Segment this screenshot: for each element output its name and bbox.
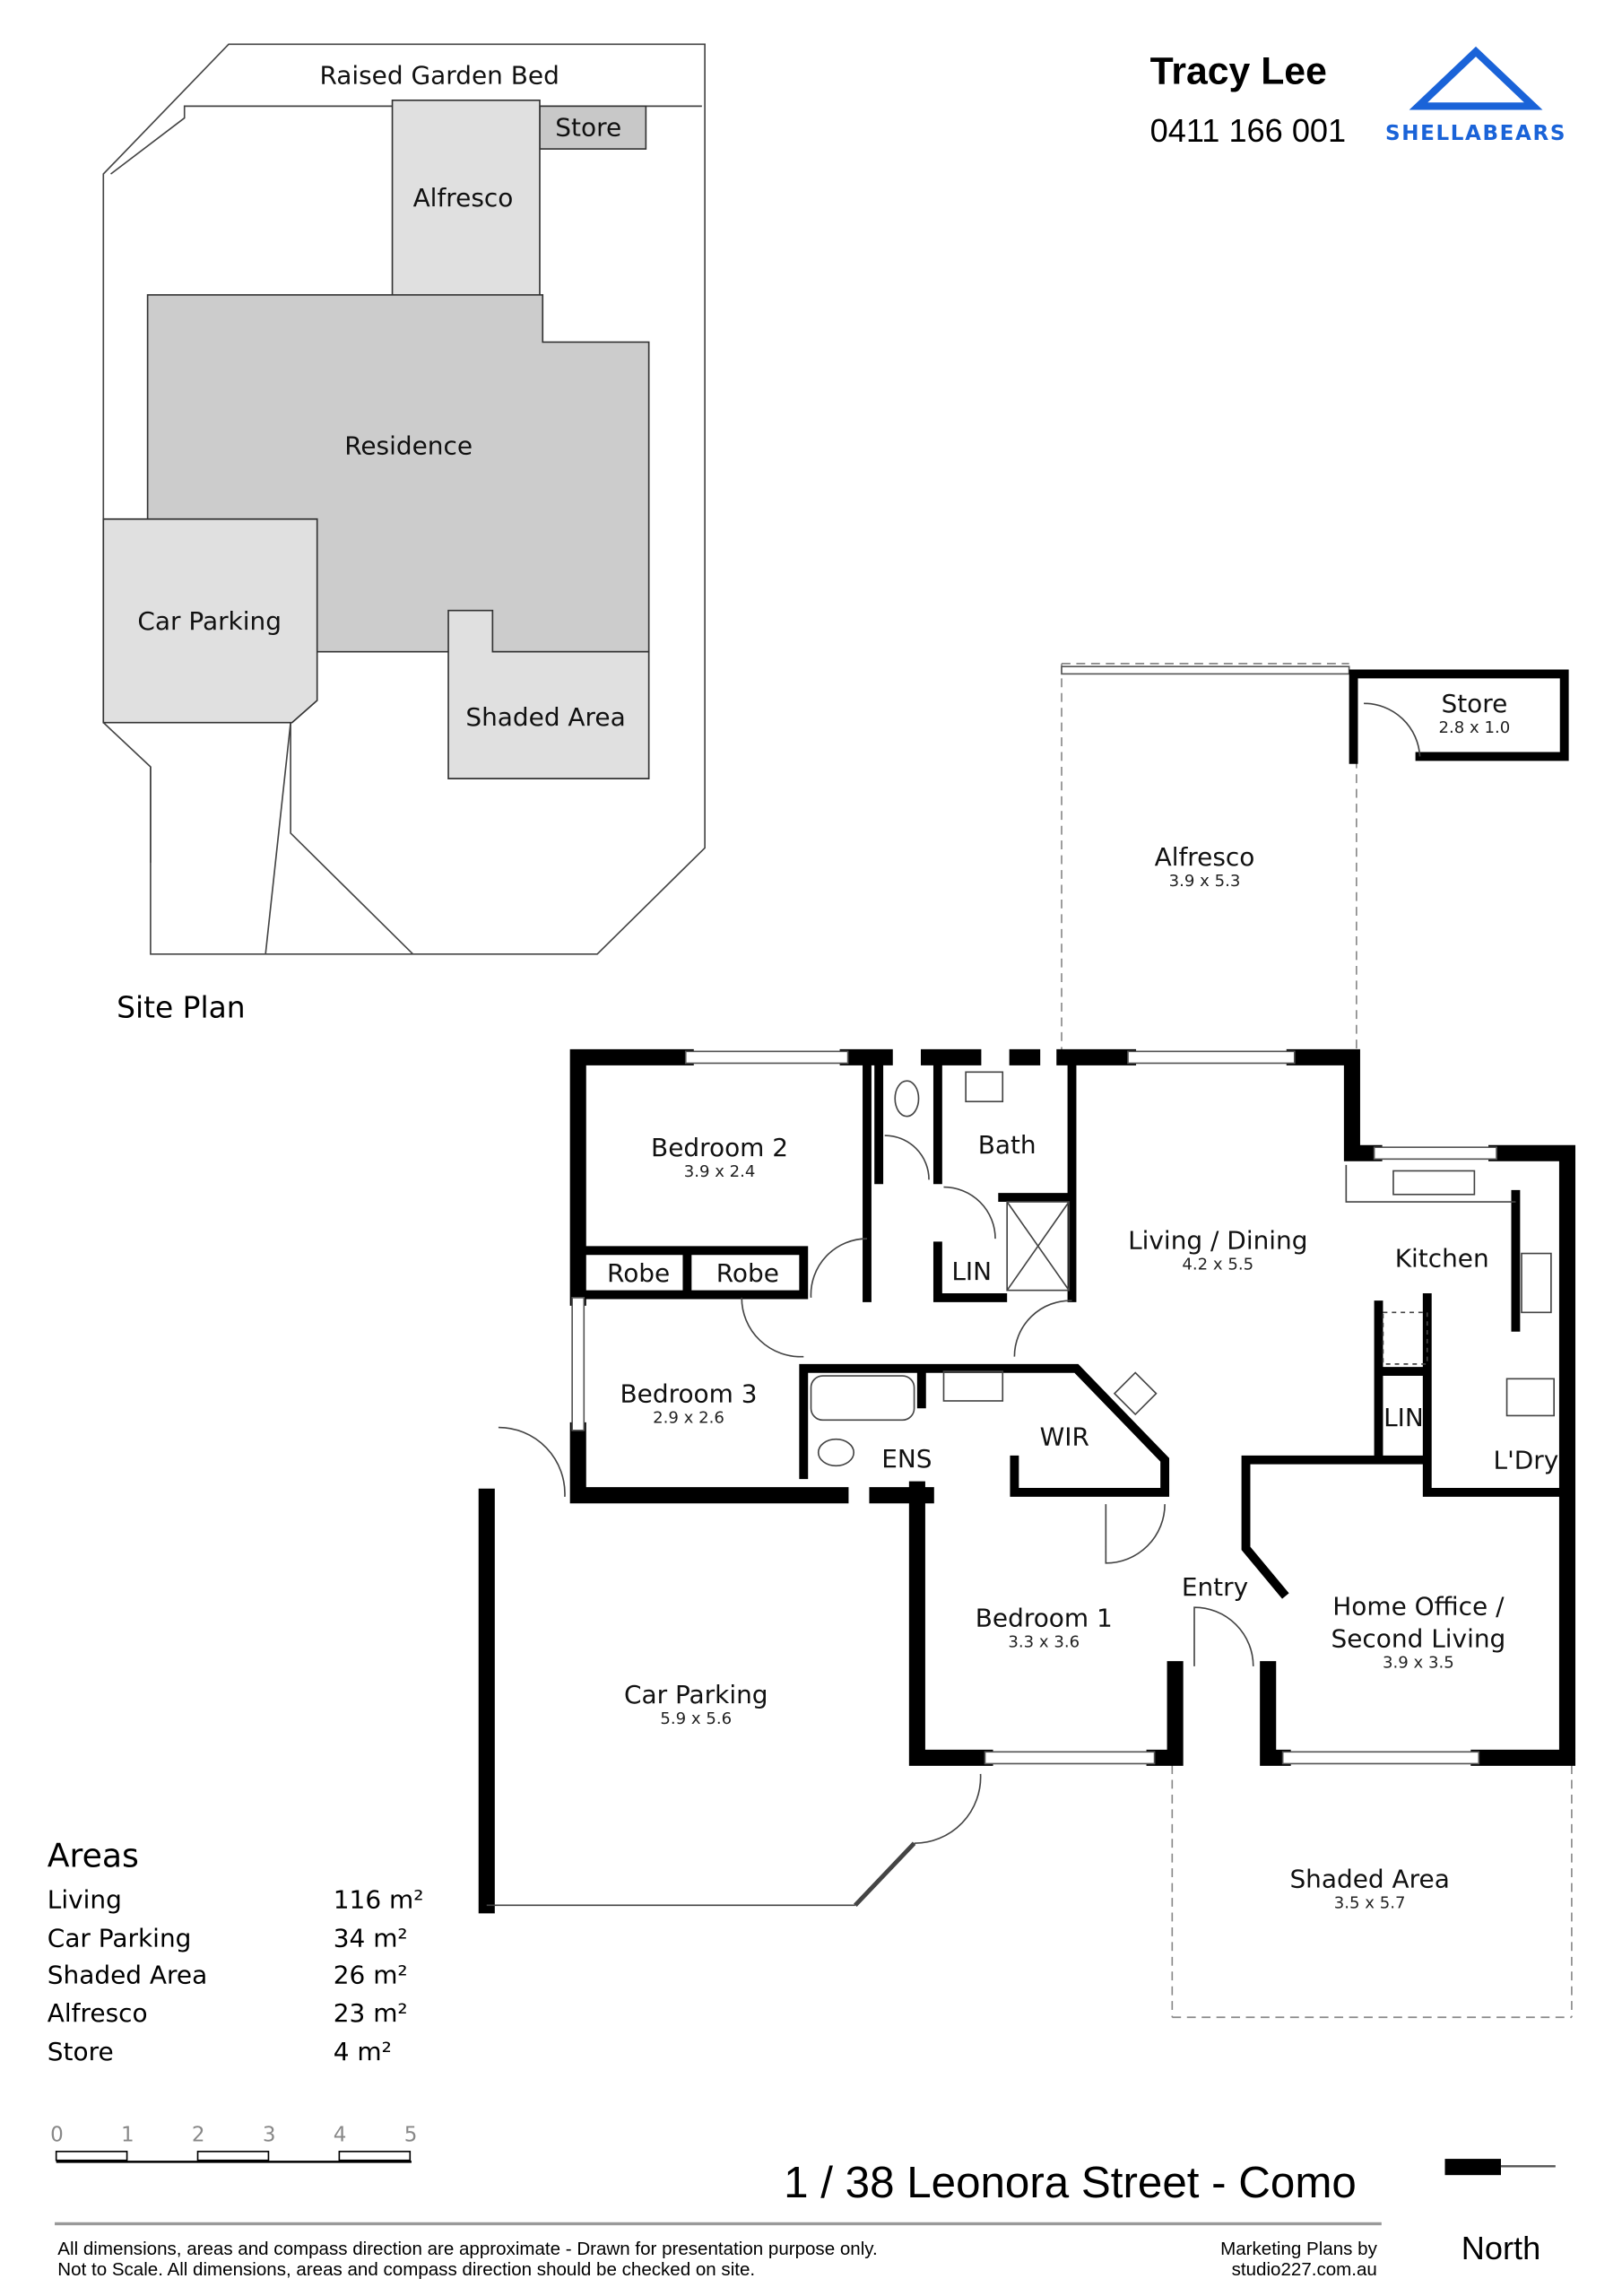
room-name: Bedroom 2 — [651, 1133, 788, 1162]
scale-tick: 5 — [404, 2123, 418, 2146]
room-dim: 3.9 x 5.3 — [1169, 872, 1241, 891]
site-shaded-label: Shaded Area — [465, 702, 625, 732]
room-name: Bedroom 3 — [620, 1379, 758, 1409]
room-name: Robe — [607, 1258, 670, 1288]
room-name: Home Office / — [1332, 1591, 1505, 1621]
room-name: Shaded Area — [1289, 1865, 1449, 1894]
scale-tick: 1 — [121, 2123, 134, 2146]
site-residence-label: Residence — [344, 430, 473, 460]
room-dim: 2.8 x 1.0 — [1439, 718, 1511, 737]
room-name: LIN — [1383, 1403, 1424, 1432]
north-arrow-icon — [1444, 2159, 1501, 2176]
scale-tick: 0 — [50, 2123, 64, 2146]
room-name: Car Parking — [624, 1680, 768, 1709]
room-name: Store — [1441, 689, 1507, 718]
area-value: 116 m² — [334, 1885, 424, 1915]
room-dim: 3.3 x 3.6 — [1008, 1633, 1080, 1652]
brand-name: SHELLABEARS — [1385, 122, 1566, 145]
floor-plan — [478, 663, 1576, 2019]
credit-line1: Marketing Plans by — [1220, 2239, 1377, 2259]
room-name: Alfresco — [1155, 842, 1255, 872]
site-garden-label: Raised Garden Bed — [319, 61, 559, 91]
agent-name: Tracy Lee — [1150, 50, 1327, 93]
area-value: 26 m² — [334, 1960, 408, 1989]
disclaimer-line1: All dimensions, areas and compass direct… — [57, 2239, 877, 2259]
room-name: Robe — [716, 1258, 779, 1288]
scale-tick: 3 — [263, 2123, 276, 2146]
room-name: ENS — [881, 1444, 932, 1474]
room-name: Living / Dining — [1128, 1226, 1307, 1256]
room-name: Kitchen — [1395, 1243, 1489, 1273]
area-label: Store — [48, 2037, 114, 2066]
area-value: 23 m² — [334, 1998, 408, 2028]
room-dim: 3.9 x 2.4 — [684, 1162, 756, 1181]
room-name: Entry — [1182, 1572, 1248, 1602]
areas-title: Areas — [48, 1837, 139, 1875]
site-store-label: Store — [555, 112, 621, 142]
scale-tick: 4 — [334, 2123, 347, 2146]
disclaimer-line2: Not to Scale. All dimensions, areas and … — [57, 2259, 755, 2280]
area-label: Shaded Area — [48, 1960, 207, 1989]
room-labels: Store 2.8 x 1.0 Alfresco 3.9 x 5.3 Bedro… — [607, 689, 1558, 1912]
room-dim: 3.9 x 3.5 — [1383, 1654, 1454, 1673]
room-name: Bath — [978, 1130, 1037, 1160]
area-label: Alfresco — [48, 1998, 148, 2028]
site-car-label: Car Parking — [137, 606, 282, 636]
room-name: WIR — [1040, 1422, 1089, 1451]
area-label: Car Parking — [48, 1923, 192, 1952]
agent-phone: 0411 166 001 — [1150, 112, 1347, 149]
room-dim: 4.2 x 5.5 — [1182, 1256, 1253, 1274]
site-plan-title: Site Plan — [117, 989, 246, 1024]
site-alfresco-label: Alfresco — [413, 183, 514, 213]
scale-tick: 2 — [192, 2123, 205, 2146]
room-dim: 2.9 x 2.6 — [653, 1409, 724, 1428]
room-name: Bedroom 1 — [976, 1604, 1113, 1633]
credit-line2: studio227.com.au — [1232, 2259, 1377, 2280]
room-name: LIN — [951, 1257, 992, 1286]
property-address: 1 / 38 Leonora Street - Como — [784, 2158, 1357, 2207]
shellabears-logo-icon — [1409, 46, 1543, 110]
area-label: Living — [48, 1885, 122, 1915]
areas-table: Areas Living 116 m² Car Parking 34 m² Shad… — [48, 1837, 424, 2066]
area-value: 34 m² — [334, 1923, 408, 1952]
room-dim: 3.5 x 5.7 — [1334, 1894, 1406, 1913]
room-dim: 5.9 x 5.6 — [660, 1709, 732, 1728]
room-name: L'Dry — [1494, 1446, 1559, 1475]
scale-bar: 0 1 2 3 4 5 — [50, 2123, 418, 2163]
room-name: Second Living — [1331, 1624, 1506, 1654]
north-label: North — [1462, 2230, 1540, 2266]
site-plan: Raised Garden Bed Store Alfresco Residen… — [102, 43, 706, 1024]
area-value: 4 m² — [334, 2037, 392, 2066]
